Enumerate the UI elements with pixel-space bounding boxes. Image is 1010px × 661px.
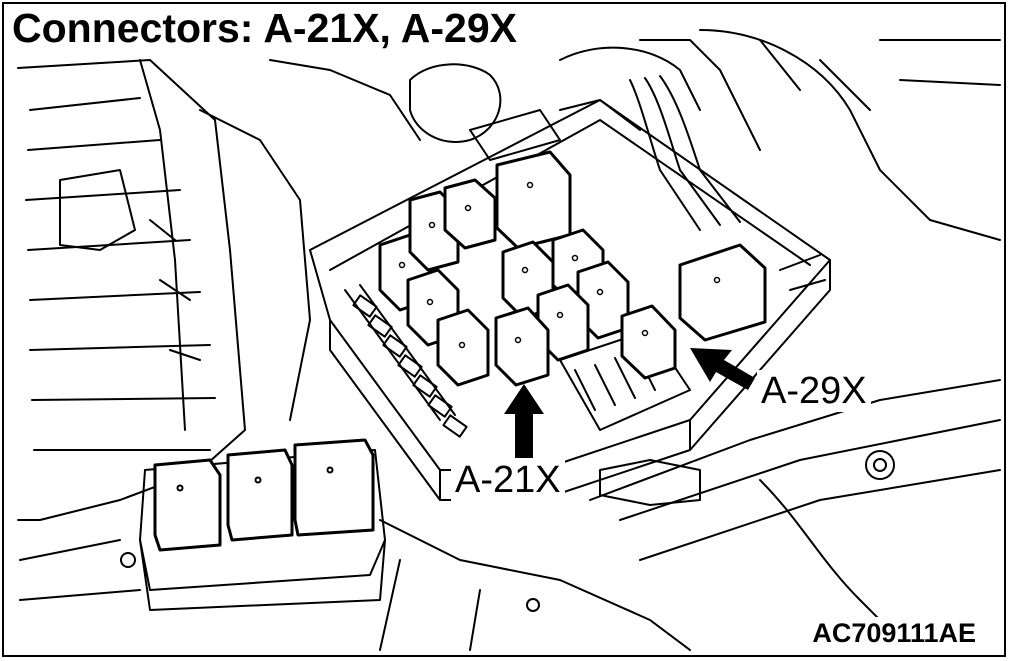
callout-arrows — [504, 348, 755, 458]
a29x-arrow — [690, 348, 755, 390]
a21x-arrow — [504, 384, 544, 458]
fuse-row — [352, 294, 468, 438]
lower-chassis — [19, 379, 1001, 651]
callout-label-a21x: A-21X — [451, 459, 565, 501]
lower-relay-block — [120, 438, 386, 611]
page-title: Connectors: A-21X, A-29X — [8, 6, 526, 54]
relay-cluster — [378, 150, 767, 387]
upper-engine-parts — [269, 29, 1001, 241]
figure-id: AC709111AE — [808, 617, 980, 649]
callout-label-a29x: A-29X — [757, 370, 871, 412]
relay-terminal-marks — [398, 181, 721, 349]
wiring-harness — [629, 75, 741, 231]
left-engine-component — [17, 59, 311, 521]
